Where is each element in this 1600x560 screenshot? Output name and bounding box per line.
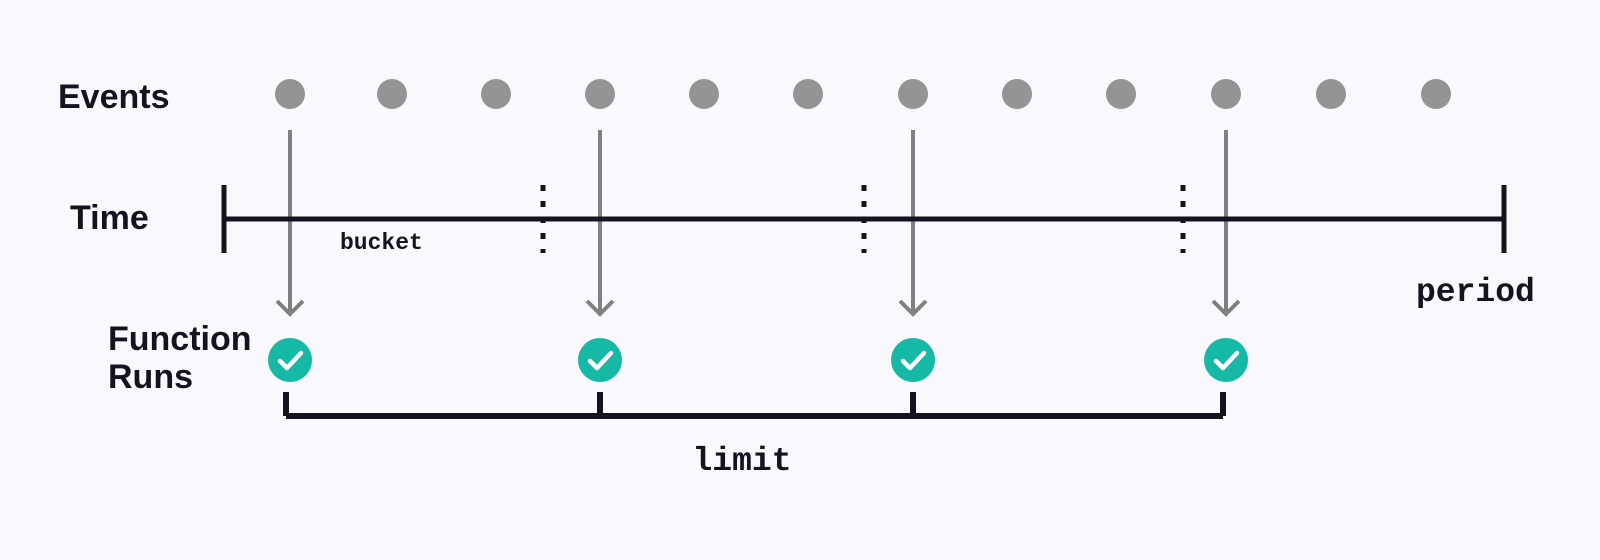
bucket-dividers-group [540, 185, 1186, 253]
event-dot [481, 79, 511, 109]
event-dots-group [275, 79, 1451, 109]
bucket-label: bucket [340, 230, 423, 256]
event-dot [377, 79, 407, 109]
event-dot [1421, 79, 1451, 109]
event-dot [1316, 79, 1346, 109]
limit-bracket-group [283, 392, 1226, 419]
row-label-time: Time [70, 199, 149, 237]
check-icon [900, 350, 927, 371]
trigger-arrow-head [585, 299, 615, 317]
period-label: period [1416, 274, 1535, 311]
trigger-arrow [898, 130, 928, 317]
check-icon [277, 350, 304, 371]
trigger-arrow [275, 130, 305, 317]
row-label-function-runs-line2: Runs [108, 358, 193, 396]
event-dot [793, 79, 823, 109]
limit-label: limit [692, 443, 791, 480]
row-label-events: Events [58, 78, 170, 116]
trigger-arrow-head [275, 299, 305, 317]
event-dot [1002, 79, 1032, 109]
function-run-marker[interactable] [1204, 338, 1248, 382]
event-dot [898, 79, 928, 109]
event-dot [585, 79, 615, 109]
function-run-circle [268, 338, 312, 382]
event-dot [689, 79, 719, 109]
function-run-marker[interactable] [268, 338, 312, 382]
trigger-arrow [585, 130, 615, 317]
row-label-function-runs-line1: Function [108, 320, 252, 358]
event-dot [1211, 79, 1241, 109]
check-icon [587, 350, 614, 371]
function-run-circle [1204, 338, 1248, 382]
trigger-arrow-head [1211, 299, 1241, 317]
trigger-arrows-group [275, 130, 1241, 317]
function-run-circle [578, 338, 622, 382]
function-run-circle [891, 338, 935, 382]
function-run-markers-group [268, 338, 1248, 382]
trigger-arrow-head [898, 299, 928, 317]
function-run-marker[interactable] [578, 338, 622, 382]
event-dot [1106, 79, 1136, 109]
check-icon [1213, 350, 1240, 371]
function-run-marker[interactable] [891, 338, 935, 382]
event-dot [275, 79, 305, 109]
trigger-arrow [1211, 130, 1241, 317]
